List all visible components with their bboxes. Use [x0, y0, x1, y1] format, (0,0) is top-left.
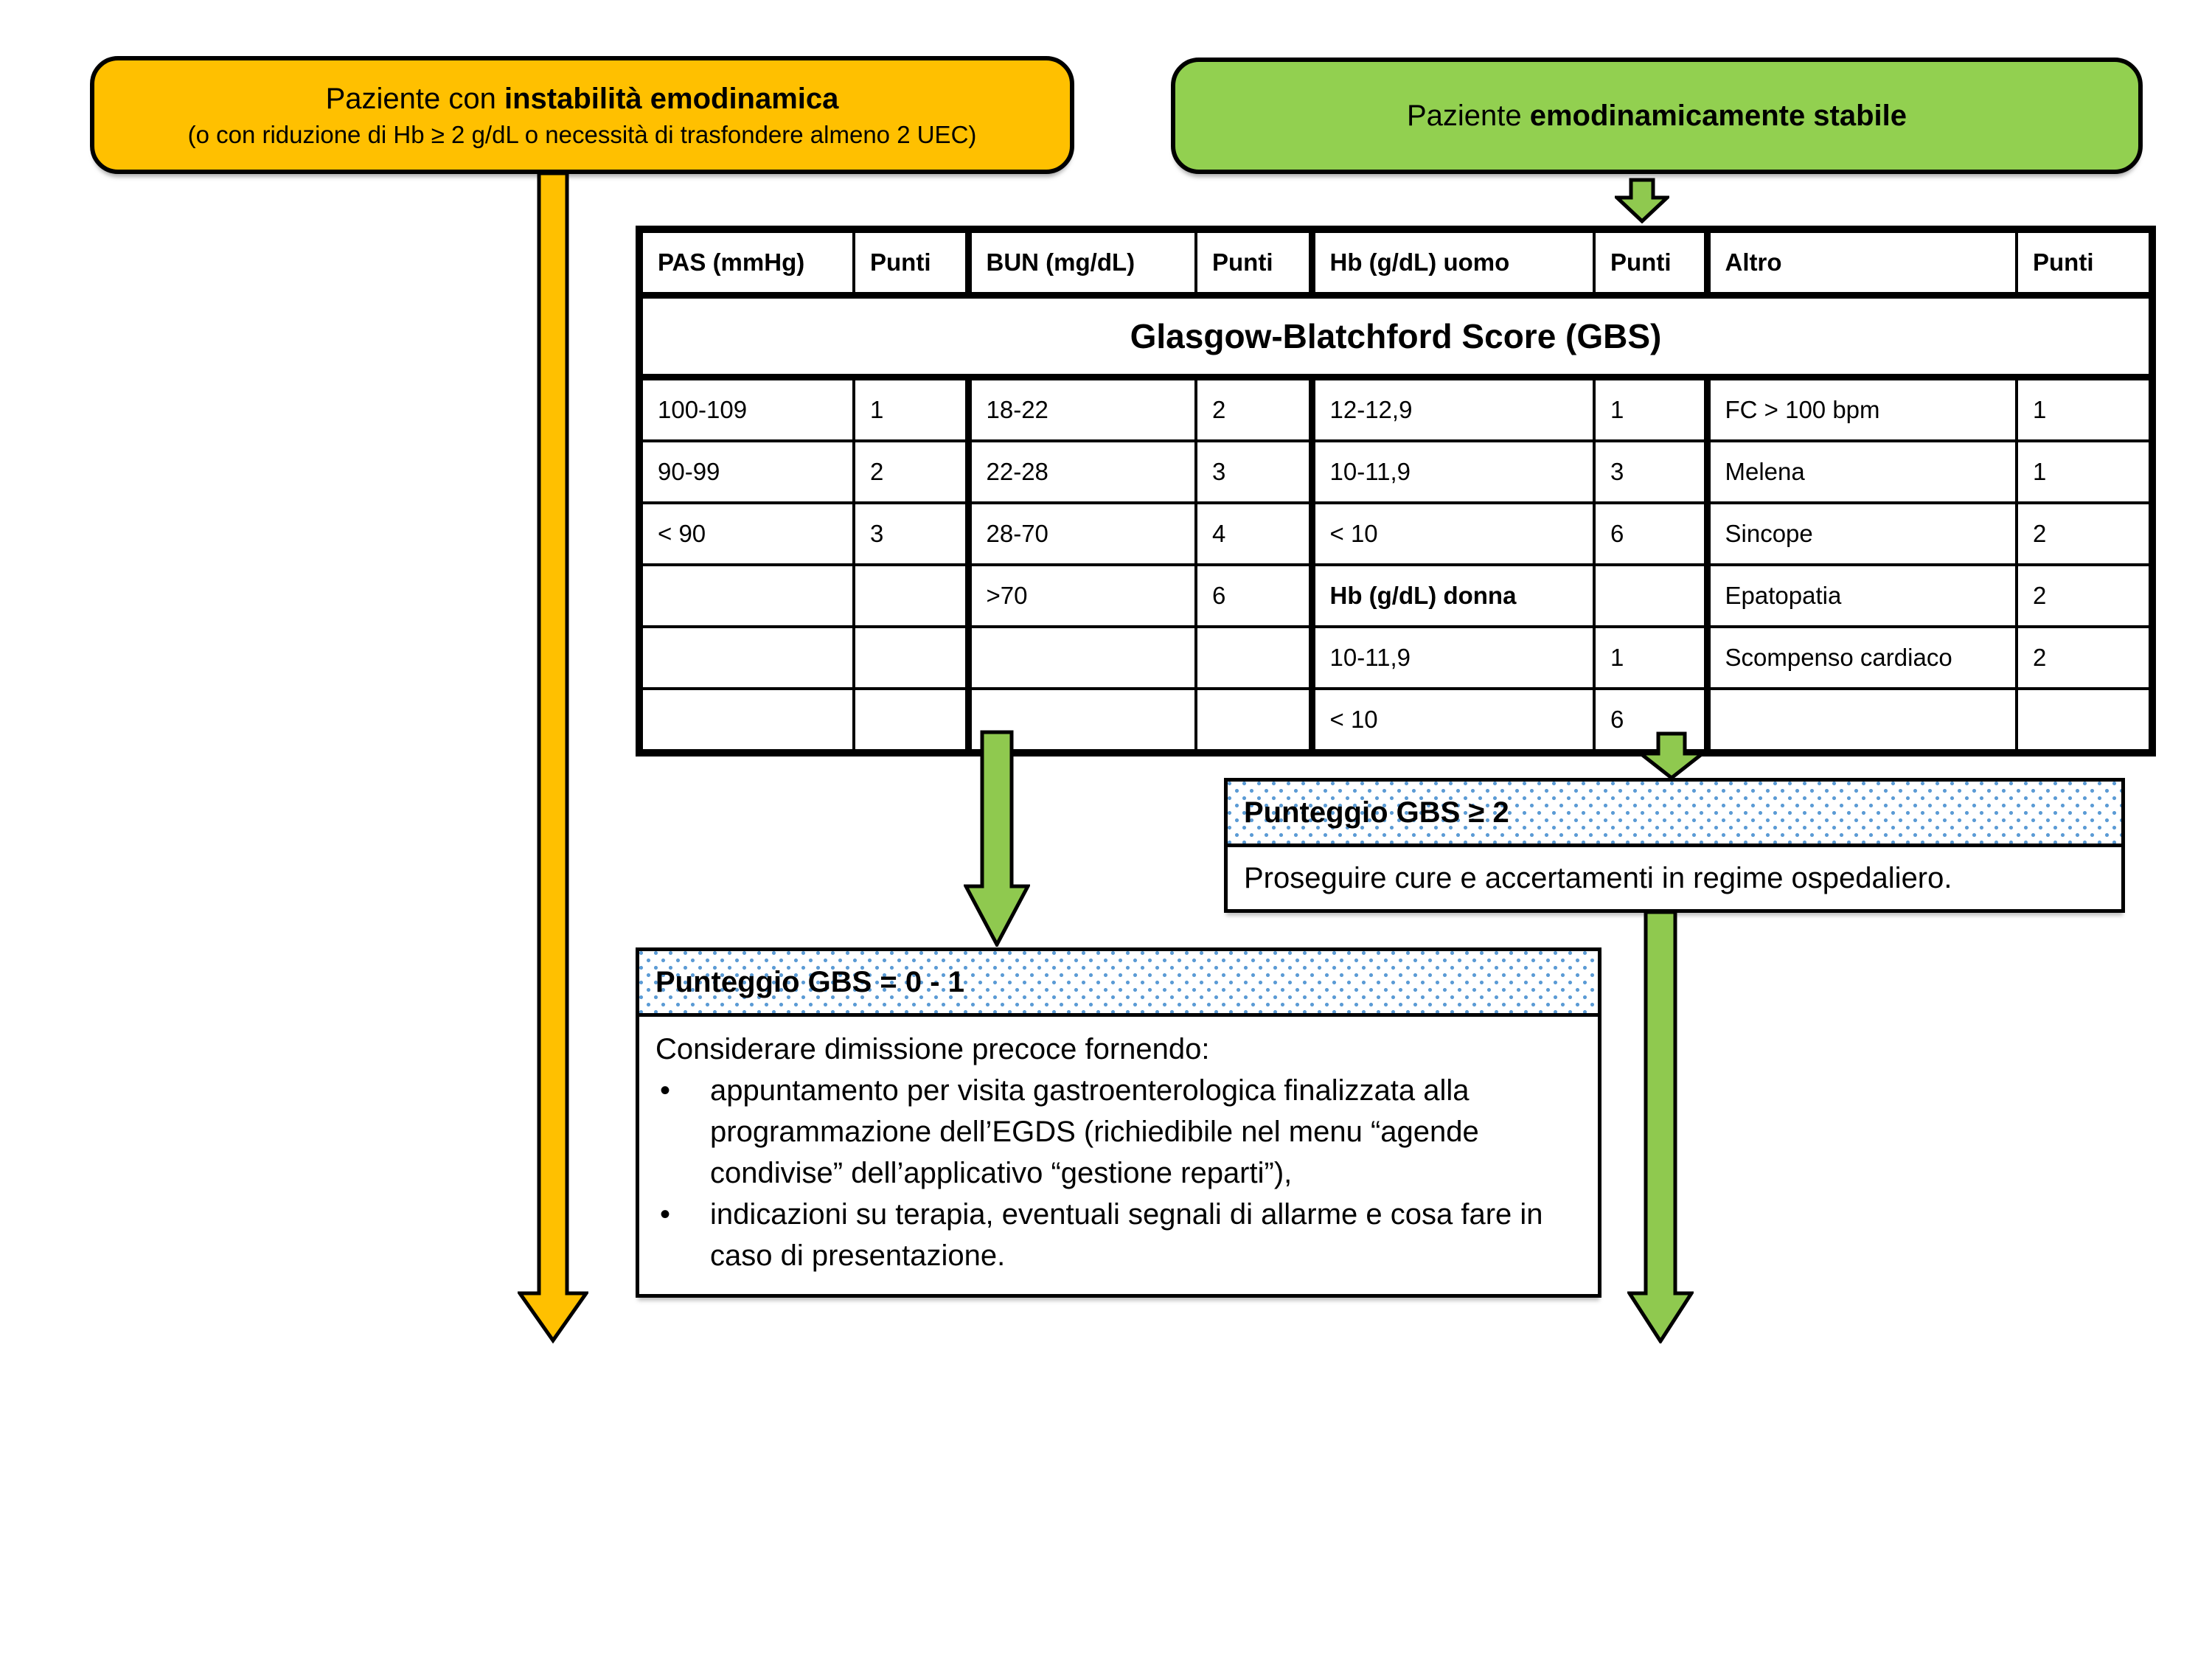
col-header-punti: Punti — [1194, 228, 1315, 299]
gbs-low-body: Considerare dimissione precoce fornendo:… — [639, 1017, 1598, 1294]
gbs-high-header: Punteggio GBS ≥ 2 — [1228, 782, 2121, 847]
table-title-row: Glasgow-Blatchford Score (GBS) — [638, 293, 2154, 380]
col-header-pas: PAS (mmHg) — [638, 228, 855, 299]
table-cell: 3 — [1593, 439, 1711, 504]
col-header-punti: Punti — [2015, 228, 2154, 299]
list-item-text: indicazioni su terapia, eventuali segnal… — [710, 1198, 1543, 1272]
table-cell: 6 — [1593, 501, 1711, 566]
table-cell — [638, 625, 855, 690]
table-cell — [1194, 687, 1315, 754]
list-item: • appuntamento per visita gastroenterolo… — [655, 1070, 1580, 1194]
table-cell: Epatopatia — [1705, 563, 2018, 628]
table-cell: 12-12,9 — [1310, 375, 1596, 442]
stable-patient-box: Paziente emodinamicamente stabile — [1171, 58, 2143, 174]
table-cell — [638, 687, 855, 754]
table-header-row: PAS (mmHg) Punti BUN (mg/dL) Punti Hb (g… — [638, 228, 2154, 299]
unstable-box-line2: (o con riduzione di Hb ≥ 2 g/dL o necess… — [187, 121, 977, 148]
table-cell: 3 — [1194, 439, 1315, 504]
table-cell: 6 — [1593, 687, 1711, 754]
down-arrow-icon — [1638, 731, 1705, 780]
table-cell: Melena — [1705, 439, 2018, 504]
stable-box-line1: Paziente emodinamicamente stabile — [1406, 100, 1907, 132]
table-cell: 100-109 — [638, 375, 855, 442]
table-row: 100-109 1 18-22 2 12-12,9 1 FC > 100 bpm… — [638, 375, 2154, 442]
table-cell-hb-donna-header: Hb (g/dL) donna — [1310, 563, 1596, 628]
table-cell: 1 — [1593, 375, 1711, 442]
table-cell: 2 — [2015, 625, 2154, 690]
table-cell — [1194, 625, 1315, 690]
col-header-hb-uomo: Hb (g/dL) uomo — [1310, 228, 1596, 299]
table-cell: 1 — [2015, 375, 2154, 442]
table-row: < 90 3 28-70 4 < 10 6 Sincope 2 — [638, 501, 2154, 566]
table-cell: 6 — [1194, 563, 1315, 628]
bullet-icon: • — [660, 1074, 671, 1107]
unstable-patient-box: Paziente con instabilità emodinamica (o … — [90, 56, 1074, 174]
table-cell — [1705, 687, 2018, 754]
table-cell: Sincope — [1705, 501, 2018, 566]
table-cell: < 10 — [1310, 501, 1596, 566]
table-cell: 1 — [852, 375, 972, 442]
gbs-low-intro: Considerare dimissione precoce fornendo: — [655, 1033, 1210, 1065]
down-arrow-icon — [1627, 910, 1694, 1343]
table-row: < 10 6 — [638, 687, 2154, 754]
table-cell: 2 — [2015, 501, 2154, 566]
table-cell: 4 — [1194, 501, 1315, 566]
table-row: 10-11,9 1 Scompenso cardiaco 2 — [638, 625, 2154, 690]
down-arrow-icon — [964, 730, 1030, 947]
table-cell: 1 — [2015, 439, 2154, 504]
table-cell: 22-28 — [967, 439, 1197, 504]
table-cell: 2 — [852, 439, 972, 504]
table-cell: 28-70 — [967, 501, 1197, 566]
list-item: • indicazioni su terapia, eventuali segn… — [655, 1194, 1580, 1276]
col-header-punti: Punti — [1593, 228, 1711, 299]
down-arrow-icon — [518, 171, 588, 1343]
gbs-low-header: Punteggio GBS = 0 - 1 — [639, 951, 1598, 1017]
table-title: Glasgow-Blatchford Score (GBS) — [638, 293, 2154, 380]
table-cell: >70 — [967, 563, 1197, 628]
table-cell: 2 — [1194, 375, 1315, 442]
table-cell: 90-99 — [638, 439, 855, 504]
table-cell — [852, 563, 972, 628]
col-header-altro: Altro — [1705, 228, 2018, 299]
table-cell — [967, 625, 1197, 690]
bullet-icon: • — [660, 1198, 671, 1231]
gbs-high-body: Proseguire cure e accertamenti in regime… — [1244, 861, 1952, 894]
table-cell: < 10 — [1310, 687, 1596, 754]
col-header-punti: Punti — [852, 228, 972, 299]
table-cell — [2015, 687, 2154, 754]
table-cell — [852, 625, 972, 690]
gbs-high-score-box: Punteggio GBS ≥ 2 Proseguire cure e acce… — [1224, 778, 2125, 913]
table-cell: 2 — [2015, 563, 2154, 628]
table-cell — [852, 687, 972, 754]
down-arrow-icon — [1615, 178, 1669, 223]
list-item-text: appuntamento per visita gastroenterologi… — [710, 1074, 1479, 1189]
gbs-low-score-box: Punteggio GBS = 0 - 1 Considerare dimiss… — [636, 947, 1601, 1298]
table-cell — [638, 563, 855, 628]
table-cell: FC > 100 bpm — [1705, 375, 2018, 442]
table-cell: 10-11,9 — [1310, 625, 1596, 690]
col-header-bun: BUN (mg/dL) — [967, 228, 1197, 299]
table-cell: 3 — [852, 501, 972, 566]
table-row: 90-99 2 22-28 3 10-11,9 3 Melena 1 — [638, 439, 2154, 504]
table-row: >70 6 Hb (g/dL) donna Epatopatia 2 — [638, 563, 2154, 628]
gbs-score-table: Glasgow-Blatchford Score (GBS) PAS (mmHg… — [636, 226, 2156, 757]
table-cell: 10-11,9 — [1310, 439, 1596, 504]
table-cell: < 90 — [638, 501, 855, 566]
table-cell: 18-22 — [967, 375, 1197, 442]
table-cell — [1593, 563, 1711, 628]
unstable-box-line1: Paziente con instabilità emodinamica — [325, 83, 839, 115]
table-cell: 1 — [1593, 625, 1711, 690]
table-cell: Scompenso cardiaco — [1705, 625, 2018, 690]
